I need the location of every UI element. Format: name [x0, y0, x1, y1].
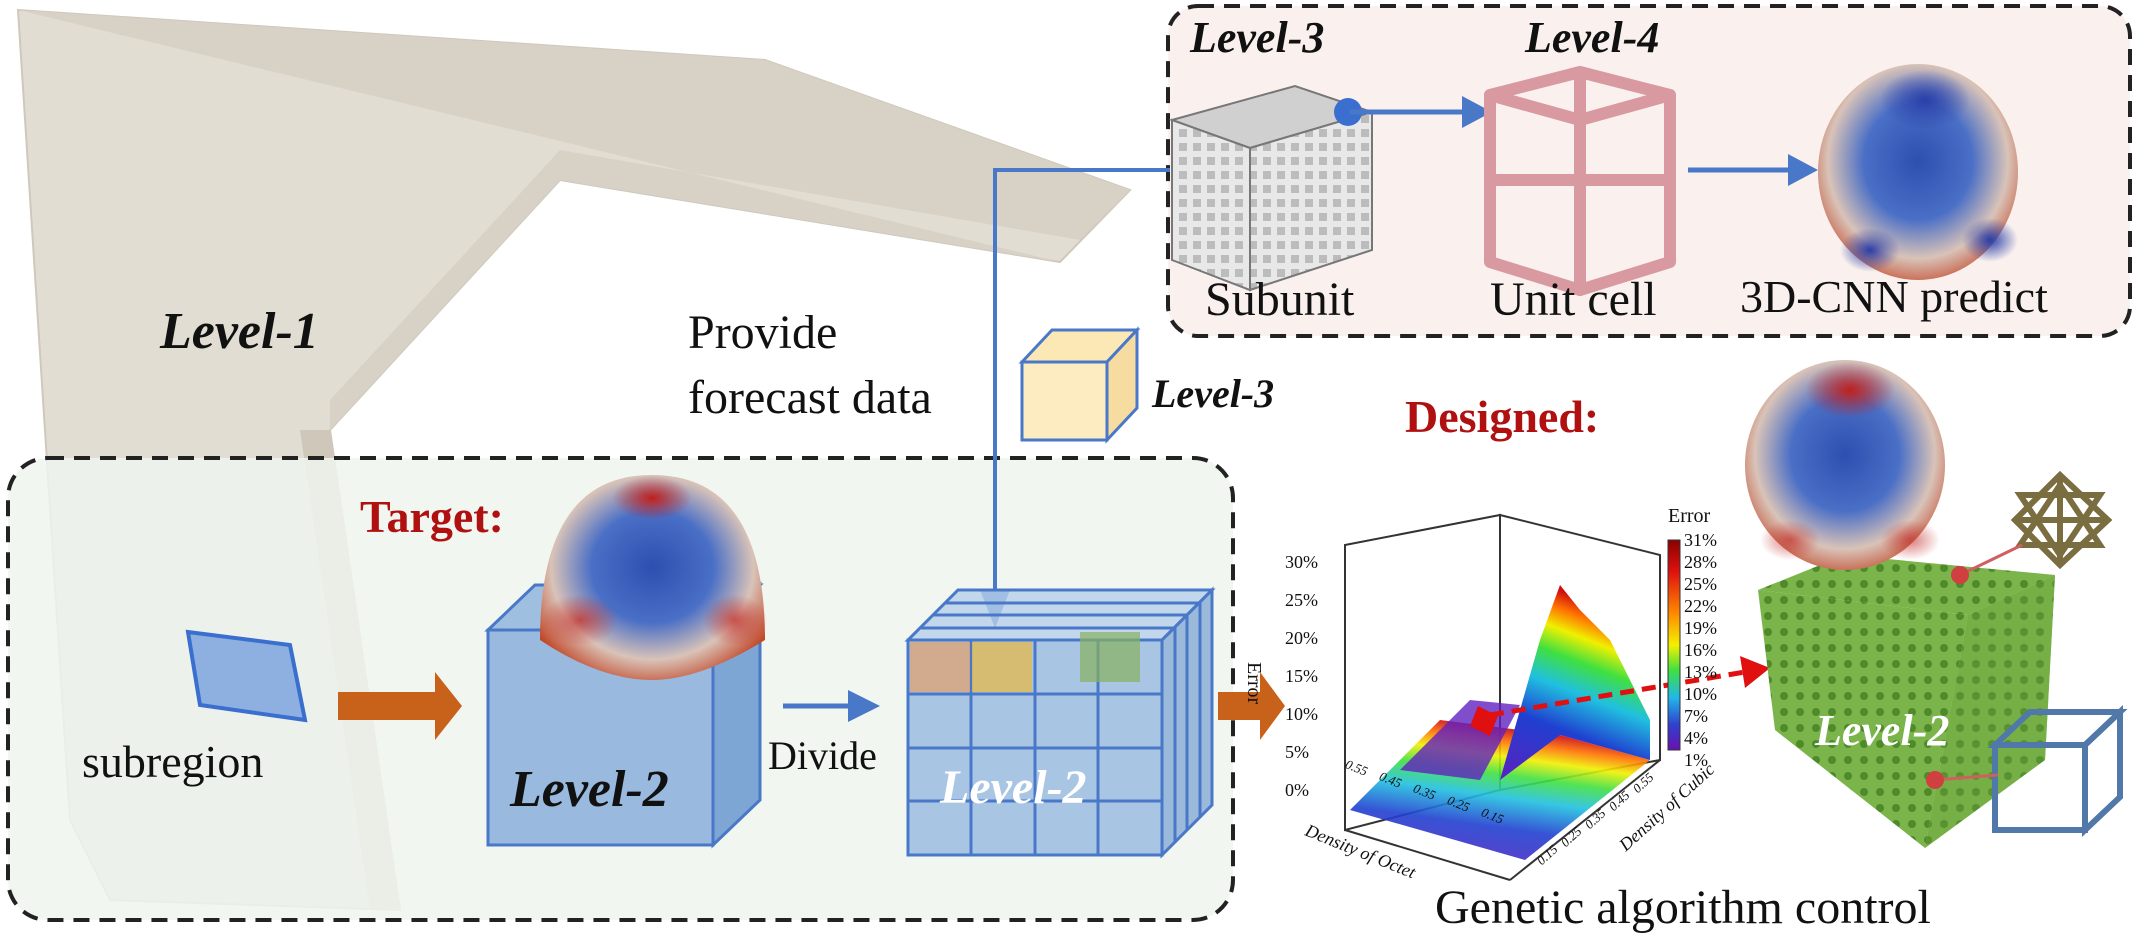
divided-level2-cube	[904, 586, 1216, 859]
target-label: Target:	[360, 491, 504, 542]
designed-sphere	[1745, 360, 1945, 570]
subunit-label: Subunit	[1205, 273, 1355, 326]
colorbar-tick: 19%	[1684, 618, 1717, 638]
cubic-pointer	[1934, 773, 1999, 782]
cnn-predict-label: 3D-CNN predict	[1740, 271, 2048, 322]
designed-level2-cube	[1758, 555, 2055, 848]
orange-arrow-1	[338, 672, 462, 740]
provide-label: Provide	[688, 306, 838, 359]
subregion-shape	[185, 629, 308, 723]
colorbar-tick: 22%	[1684, 596, 1717, 616]
forecast-label: forecast data	[688, 371, 932, 424]
z-axis-tick: 15%	[1285, 666, 1318, 686]
z-axis-tick: 10%	[1285, 704, 1318, 724]
colorbar-tick: 4%	[1684, 728, 1708, 748]
level2-design-label: Level-2	[1815, 706, 1950, 755]
z-axis-tick: 30%	[1285, 552, 1318, 572]
colorbar-tick: 7%	[1684, 706, 1708, 726]
target-sphere	[540, 475, 767, 680]
level1-label: Level-1	[160, 303, 319, 360]
colorbar-tick: 28%	[1684, 552, 1717, 572]
level2-target-label: Level-2	[510, 761, 669, 818]
cell-highlight-1	[910, 642, 970, 692]
cnn-predict-shape	[1818, 64, 2018, 280]
colorbar-tick: 13%	[1684, 662, 1717, 682]
z-axis-title: Error	[1243, 662, 1265, 705]
octet-lattice-icon	[2010, 470, 2113, 570]
z-axis-tick: 20%	[1285, 628, 1318, 648]
subunit-cube	[1168, 84, 1376, 292]
level3-top-label: Level-3	[1190, 13, 1325, 62]
cubic-lattice-icon	[1987, 705, 2128, 837]
level3-mid-label: Level-3	[1152, 371, 1275, 416]
octet-pointer	[1959, 543, 2023, 577]
colorbar	[1667, 539, 1681, 751]
colorbar-tick: 25%	[1684, 574, 1717, 594]
colorbar-tick: 10%	[1684, 684, 1717, 704]
unit-cell	[1484, 66, 1676, 296]
z-axis-tick: 25%	[1285, 590, 1318, 610]
z-axis-tick: 5%	[1285, 742, 1309, 762]
colorbar-tick: 16%	[1684, 640, 1717, 660]
cell-highlight-3	[1080, 632, 1140, 682]
level2-divide-label: Level-2	[940, 761, 1087, 814]
designed-label: Designed:	[1405, 391, 1600, 442]
orange-arrow-2	[1218, 672, 1285, 740]
unit-cell-label: Unit cell	[1490, 273, 1657, 326]
cell-highlight-2	[972, 642, 1032, 692]
colorbar-title: Error	[1668, 505, 1711, 527]
subregion-label: subregion	[82, 736, 264, 787]
forecast-connector	[993, 168, 1170, 590]
genetic-algorithm-label: Genetic algorithm control	[1435, 881, 1931, 934]
colorbar-tick: 31%	[1684, 530, 1717, 550]
divide-label: Divide	[768, 733, 877, 778]
error-surface-chart	[1344, 513, 1770, 881]
level4-label: Level-4	[1525, 13, 1660, 62]
z-axis-tick: 0%	[1285, 780, 1309, 800]
subunit-marker	[1334, 98, 1362, 126]
level3-cube	[1018, 326, 1141, 444]
colorbar-tick: 1%	[1684, 750, 1708, 770]
